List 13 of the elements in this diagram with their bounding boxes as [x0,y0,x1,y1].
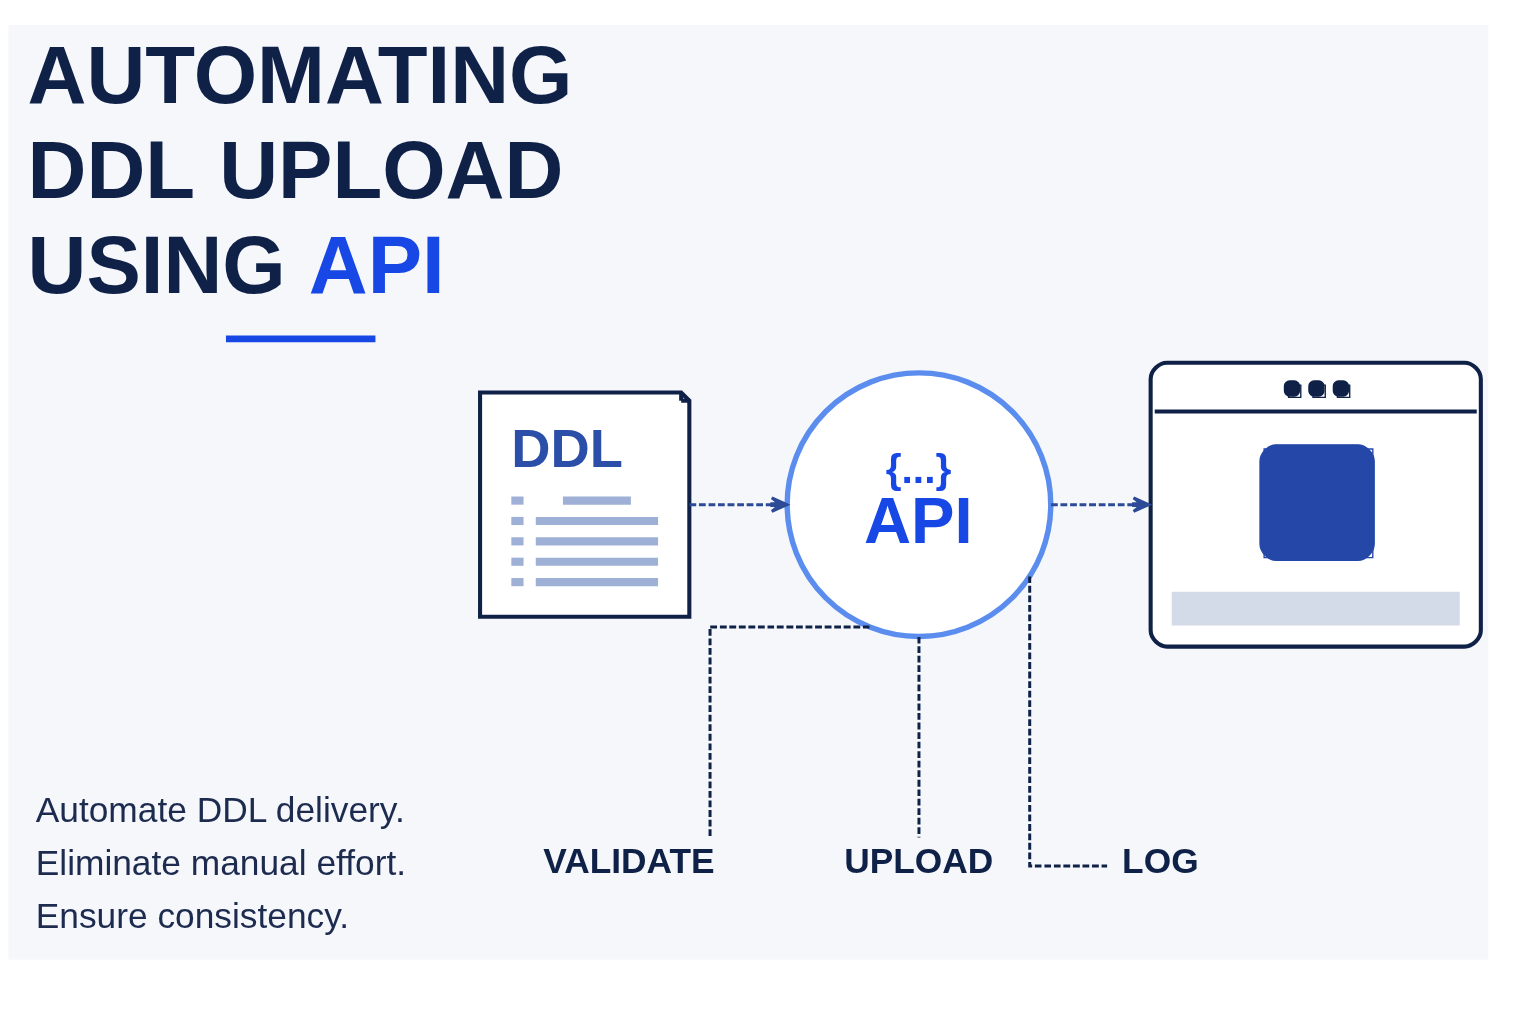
arrow [689,496,789,513]
connector [917,636,921,838]
node-text: VALIDATE [543,840,715,880]
connector [1028,576,1108,868]
label: Automate DDL delivery. [35,789,405,829]
node-circle: {...} API [784,370,1054,640]
label: Eliminate manual effort. [35,842,407,882]
node-text: LOG [1122,840,1199,880]
connector [708,625,870,838]
label: Ensure consistency. [35,895,350,935]
arrow [1051,496,1151,513]
node-text: UPLOAD [844,840,994,880]
diagram-title: AUTOMATING DDL UPLOAD USING API [27,29,573,311]
